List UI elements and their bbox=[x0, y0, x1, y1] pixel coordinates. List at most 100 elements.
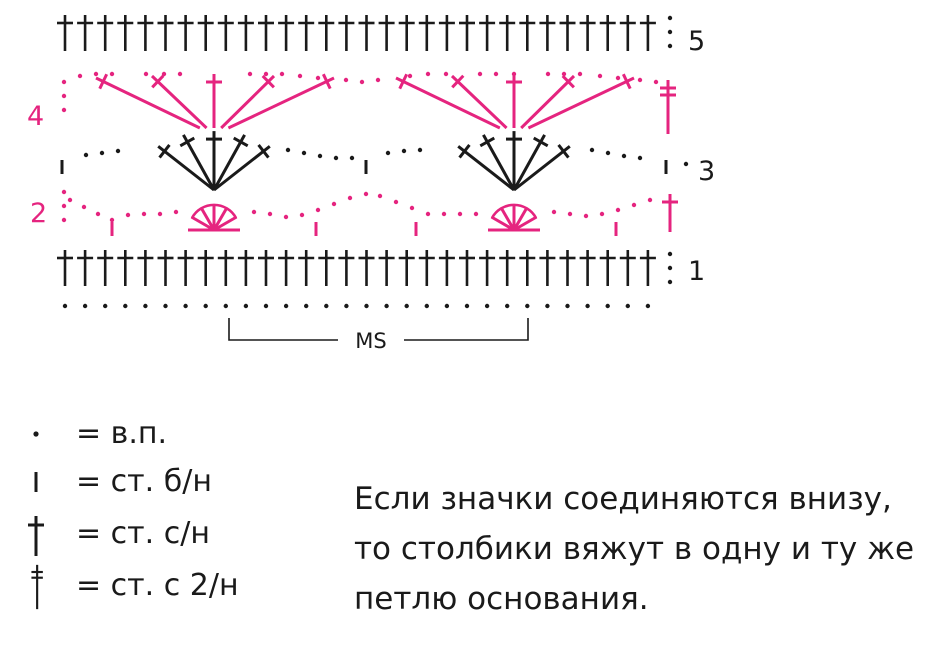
foundation-chain-dot bbox=[605, 303, 610, 309]
row-5-double-crochet bbox=[479, 15, 496, 51]
row-1-double-crochet bbox=[278, 250, 295, 286]
row-2-chain-dot bbox=[67, 197, 73, 203]
row-4-chain-dot bbox=[477, 71, 483, 77]
row-5-double-crochet bbox=[137, 15, 154, 51]
row-3-double-crochet bbox=[479, 134, 516, 191]
foundation-chain-dot bbox=[565, 303, 570, 309]
row-4-double-crochet bbox=[450, 74, 508, 130]
row-1-double-crochet bbox=[57, 250, 73, 286]
row-2-chain-dot bbox=[299, 212, 305, 218]
row-3-chain-dot bbox=[115, 148, 121, 154]
row-1-double-crochet bbox=[479, 250, 496, 286]
legend-item-treble-crochet: = ст. с 2/н bbox=[20, 562, 340, 612]
row-1-double-crochet bbox=[298, 250, 315, 286]
foundation-chain-dot bbox=[163, 303, 168, 309]
row-4-double-crochet bbox=[520, 74, 576, 130]
foundation-chain-dot bbox=[545, 303, 550, 309]
foundation-chain-dot bbox=[625, 303, 630, 309]
row-4-double-crochet bbox=[527, 73, 635, 130]
row-1-double-crochet bbox=[459, 250, 475, 286]
foundation-chain-dot bbox=[645, 303, 651, 309]
row-1-double-crochet bbox=[237, 250, 254, 286]
row-2-chain-dot bbox=[173, 209, 179, 215]
row-2-chain-dot bbox=[473, 211, 479, 217]
row-5-double-crochet bbox=[318, 15, 335, 51]
row-2-chain-dot bbox=[251, 209, 257, 215]
row-1-double-crochet bbox=[117, 250, 134, 286]
row-2-chain-dot bbox=[125, 212, 131, 218]
row-3-chain-dot bbox=[83, 152, 89, 158]
foundation-chain-dot bbox=[304, 303, 309, 309]
row-4-chain-dot bbox=[263, 71, 269, 77]
turning-chain-dot bbox=[667, 279, 673, 285]
row-1-double-crochet bbox=[499, 250, 516, 286]
row-2-chain-dot bbox=[457, 211, 463, 217]
instruction-note: Если значки соединяются внизу, то столби… bbox=[354, 474, 944, 624]
row-5-double-crochet bbox=[177, 15, 194, 51]
legend-text-chain: = в.п. bbox=[76, 416, 168, 451]
row-5-double-crochet bbox=[499, 15, 516, 51]
row-2-chain-dot bbox=[409, 205, 415, 211]
crochet-chart: MS 5 4 3 2 1 bbox=[27, 15, 715, 353]
legend-item-double-crochet: = ст. с/н bbox=[20, 510, 340, 560]
foundation-chain-dot bbox=[62, 303, 68, 309]
row-1-double-crochet bbox=[519, 250, 536, 286]
row-4-stitches bbox=[61, 71, 676, 134]
row-5-double-crochet bbox=[278, 15, 295, 51]
foundation-chain-dot bbox=[444, 303, 450, 309]
row-4-chain-dot bbox=[109, 71, 115, 77]
row-1-double-crochet bbox=[559, 250, 576, 286]
row-5-double-crochet bbox=[117, 15, 134, 51]
row-2-fan bbox=[188, 203, 240, 232]
row-1-double-crochet bbox=[378, 250, 395, 286]
row-5-double-crochet bbox=[358, 15, 375, 51]
note-line-1: Если значки соединяются внизу, bbox=[354, 481, 892, 517]
row-1-double-crochet bbox=[599, 250, 616, 286]
row-2-chain-dot bbox=[81, 204, 87, 210]
row-2-chain-dot bbox=[425, 211, 431, 217]
row-2-chain-dot bbox=[267, 211, 273, 217]
row-4-chain-dot bbox=[425, 71, 431, 77]
repeat-label: MS bbox=[355, 329, 386, 353]
row-5-double-crochet bbox=[157, 15, 174, 51]
row-label-4: 4 bbox=[27, 101, 44, 132]
row-4-chain-dot bbox=[443, 71, 449, 77]
row-5-double-crochet bbox=[258, 15, 274, 51]
row-2-stitches bbox=[61, 189, 678, 236]
turning-chain-dot bbox=[667, 265, 673, 271]
row-4-chain-dot bbox=[637, 77, 643, 83]
row-5-double-crochet bbox=[197, 15, 214, 51]
row-1-double-crochet bbox=[137, 250, 154, 286]
foundation-chain-dot bbox=[82, 303, 88, 309]
row-2-chain-dot bbox=[157, 211, 163, 217]
row-2-chain-dot bbox=[599, 211, 605, 217]
row-label-5: 5 bbox=[688, 26, 705, 57]
row-4-double-crochet bbox=[95, 73, 201, 130]
row-3-stitches bbox=[60, 131, 689, 192]
row-3-chain-dot bbox=[621, 153, 627, 159]
row-1-double-crochet bbox=[77, 250, 94, 286]
row-5-double-crochet bbox=[57, 15, 73, 51]
turning-chain-dot bbox=[667, 29, 673, 35]
foundation-chain-dot bbox=[344, 303, 349, 309]
row-3-chain-dot bbox=[605, 150, 611, 156]
foundation-chain-dot bbox=[505, 303, 510, 309]
foundation-chain-dot bbox=[464, 303, 470, 309]
row-4-chain-dot bbox=[615, 75, 621, 81]
row-1-double-crochet bbox=[157, 250, 174, 286]
row-1-double-crochet bbox=[258, 250, 274, 286]
row-5-double-crochet bbox=[217, 15, 234, 51]
row-3-double-crochet bbox=[206, 131, 222, 190]
row-2-turning-dot bbox=[61, 203, 67, 209]
row-2-chain-dot bbox=[441, 211, 447, 217]
repeat-bracket bbox=[228, 318, 529, 341]
row-2-chain-dot bbox=[363, 191, 369, 197]
single-crochet-icon bbox=[34, 472, 38, 492]
foundation-chain-dot bbox=[263, 303, 269, 309]
row-3-chain-dot bbox=[589, 147, 595, 153]
legend-text-treble-crochet: = ст. с 2/н bbox=[76, 568, 239, 603]
row-4-chain-dot bbox=[143, 71, 149, 77]
row-4-chain-dot bbox=[359, 79, 365, 85]
row-5-double-crochet bbox=[378, 15, 395, 51]
row-3-double-crochet bbox=[213, 144, 271, 192]
